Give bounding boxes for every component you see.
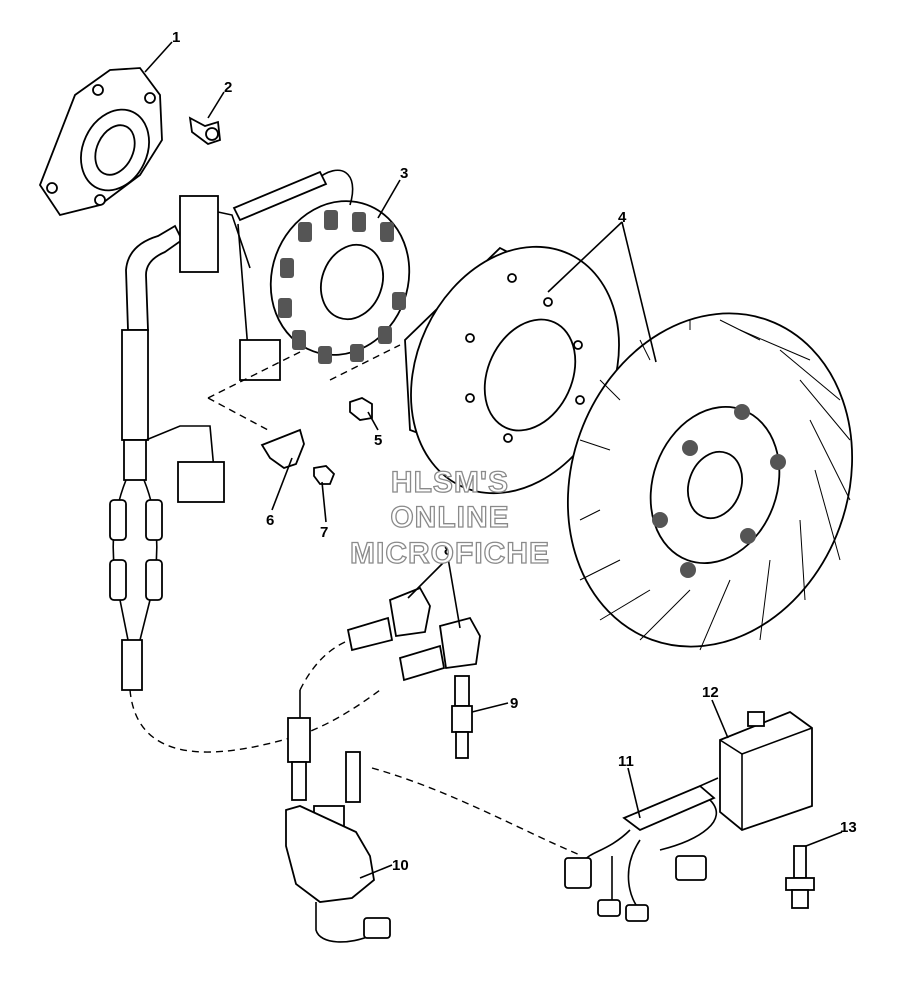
stator-plate xyxy=(38,67,163,217)
screw-7 xyxy=(313,465,336,485)
callout-6: 6 xyxy=(266,512,274,529)
callout-10: 10 xyxy=(392,857,409,874)
spark-plug-caps xyxy=(346,586,481,682)
bolt-2 xyxy=(188,116,221,146)
callout-12: 12 xyxy=(702,684,719,701)
wiring-harness xyxy=(109,170,328,691)
stator-coil xyxy=(269,169,411,364)
watermark-line-2: ONLINE xyxy=(390,501,509,534)
callout-5: 5 xyxy=(374,432,382,449)
callout-2: 2 xyxy=(224,79,232,96)
connector-harness xyxy=(564,777,719,922)
callout-11: 11 xyxy=(618,753,634,770)
plug-13 xyxy=(785,845,815,909)
callout-7: 7 xyxy=(320,524,328,541)
flywheel-rotor xyxy=(404,245,620,495)
assembly-guides xyxy=(129,344,581,856)
callout-9: 9 xyxy=(510,695,518,712)
watermark-line-1: HLSM'S xyxy=(391,466,509,499)
ignition-coil xyxy=(285,690,391,943)
watermark: HLSM'S ONLINE MICROFICHE xyxy=(349,465,550,570)
flywheel-fan xyxy=(566,312,854,651)
callouts: 1 2 3 4 5 6 7 8 9 10 11 12 13 xyxy=(172,29,857,874)
callout-8: 8 xyxy=(444,542,452,559)
leader-lines xyxy=(144,41,843,879)
callout-13: 13 xyxy=(840,819,857,836)
spark-plug xyxy=(451,675,473,759)
callout-3: 3 xyxy=(400,165,408,182)
bracket-6 xyxy=(260,428,305,469)
watermark-line-3: MICROFICHE xyxy=(350,537,550,570)
callout-1: 1 xyxy=(172,29,180,46)
screw-5 xyxy=(349,397,373,421)
callout-4: 4 xyxy=(618,209,627,226)
cdi-box xyxy=(719,710,813,832)
